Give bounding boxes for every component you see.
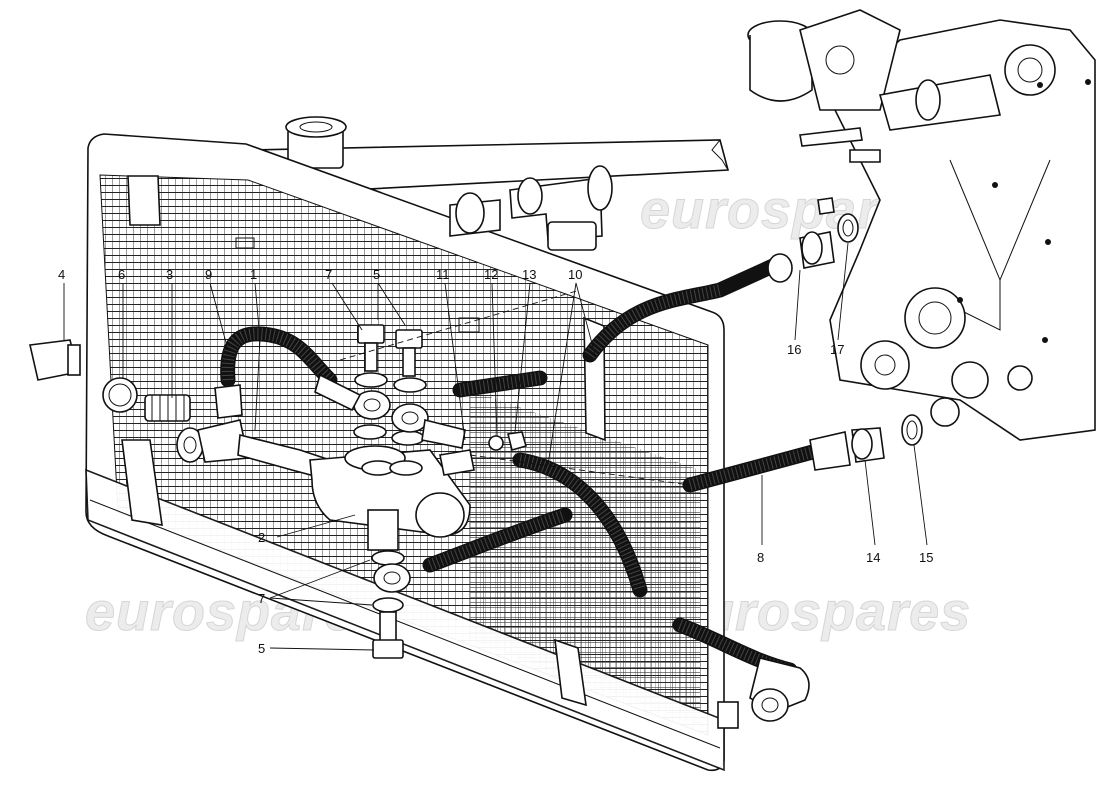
callout-17: 17	[830, 342, 844, 357]
part-11-stud	[439, 449, 475, 476]
hose-9	[220, 326, 338, 388]
part-4-plug	[29, 339, 81, 381]
part-15-seal	[901, 414, 923, 446]
callout-2: 2	[258, 530, 265, 545]
part-8-pipe-end	[809, 431, 851, 471]
callout-14: 14	[866, 550, 880, 565]
part-7-washers-top	[353, 372, 427, 476]
part-17-seal	[837, 213, 859, 243]
part-6-washer	[102, 377, 138, 413]
callout-4: 4	[58, 267, 65, 282]
hose-10	[582, 257, 783, 363]
part-12-washer	[488, 435, 504, 451]
callout-11: 11	[436, 267, 450, 282]
callout-9: 9	[205, 267, 212, 282]
banjo-fittings	[314, 373, 466, 449]
hose-8	[452, 370, 828, 493]
callout-10: 10	[568, 267, 582, 282]
callout-15: 15	[919, 550, 933, 565]
callout-1: 1	[250, 267, 257, 282]
part-16-adapter	[767, 231, 835, 283]
part-1-union	[176, 384, 249, 463]
callout-7-top: 7	[325, 267, 332, 282]
callout-numbers: 4 6 3 9 1 7 5 11 12 13 10 16 17 8 14 15 …	[58, 267, 933, 656]
part-2-tee-fitting	[237, 433, 471, 551]
callout-5-bottom: 5	[258, 641, 265, 656]
callout-5-top: 5	[373, 267, 380, 282]
callout-7-bottom: 7	[258, 591, 265, 606]
callout-8: 8	[757, 550, 764, 565]
callout-12: 12	[484, 267, 498, 282]
part-5-banjo-bolt-bottom	[372, 563, 411, 659]
engine-block	[747, 9, 1096, 441]
part-7-washers-bottom	[371, 550, 405, 613]
part-13-nut	[507, 431, 527, 451]
callout-3: 3	[166, 267, 173, 282]
callout-13: 13	[522, 267, 536, 282]
hose-11	[512, 452, 648, 598]
part-3-spring	[144, 394, 191, 422]
lower-right-fitting	[717, 657, 810, 729]
callout-6: 6	[118, 267, 125, 282]
part-14-adapter	[851, 427, 885, 463]
callout-16: 16	[787, 342, 801, 357]
leader-lines	[63, 242, 928, 651]
upper-hose-clamps	[449, 165, 613, 251]
